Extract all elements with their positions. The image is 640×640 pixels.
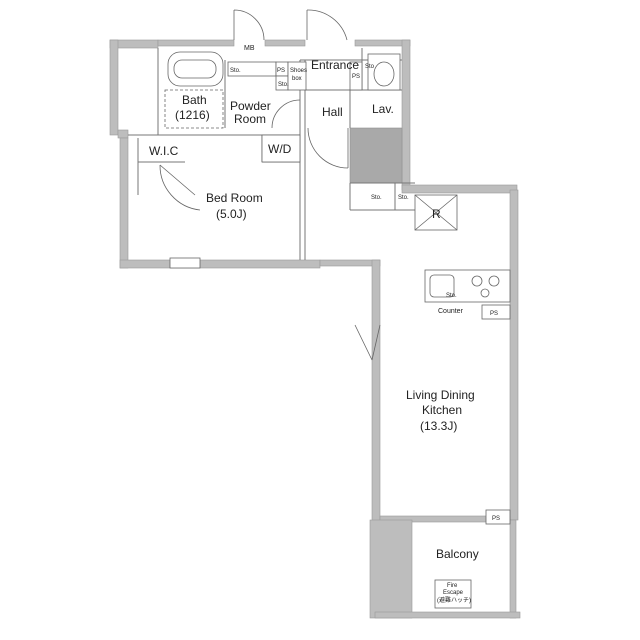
- wall-balcony-right: [509, 519, 517, 619]
- label-bed-room-size: (5.0J): [216, 207, 247, 221]
- label-ps-counter: PS: [490, 311, 498, 317]
- label-shoes-box-1: Shoes: [290, 68, 307, 74]
- label-fire-escape-1: Fire: [447, 583, 458, 589]
- doors: [159, 9, 381, 361]
- label-sto-bath: Sto.: [230, 68, 241, 74]
- label-refrigerator: R: [432, 207, 441, 221]
- door-ldk-side: [354, 324, 381, 361]
- ps-box-counter: [481, 304, 511, 320]
- bed-window: [169, 257, 201, 269]
- label-hall: Hall: [322, 105, 343, 119]
- label-counter: Counter: [438, 308, 464, 315]
- label-sto-lav: Sto: [365, 64, 375, 70]
- bath-floor: [164, 89, 224, 129]
- label-sto-powder: Sto.: [278, 82, 289, 88]
- label-powder-room-2: Room: [234, 112, 266, 126]
- wall-left-bed: [119, 137, 129, 269]
- label-ps-lav: PS: [352, 74, 360, 80]
- wall-left-upper: [109, 39, 119, 136]
- label-bed-room: Bed Room: [206, 191, 263, 205]
- label-wic: W.I.C: [149, 144, 179, 158]
- ps-box-lav: [349, 61, 363, 91]
- washer-dryer-area: [261, 134, 301, 163]
- label-sto-hall-left: Sto.: [371, 195, 382, 201]
- label-sto-hall-right: Sto.: [398, 195, 409, 201]
- fixtures: [164, 51, 511, 609]
- ps-box-balcony: [485, 509, 511, 525]
- label-bath: Bath: [182, 93, 207, 107]
- wall-bed-bottom: [119, 259, 321, 269]
- label-mb: MB: [244, 45, 255, 52]
- labels: MB Bath (1216) Powder Room Entrance Hall…: [149, 45, 500, 604]
- label-shoes-box-2: box: [292, 76, 302, 82]
- door-wic: [159, 164, 201, 211]
- burner-3: [480, 288, 490, 298]
- wall-balcony-bottom: [374, 611, 521, 619]
- label-bath-size: (1216): [175, 108, 210, 122]
- burner-2: [488, 275, 500, 287]
- door-hall: [307, 127, 349, 169]
- label-ps-entrance: PS: [277, 68, 285, 74]
- label-lav: Lav.: [372, 102, 394, 116]
- shaft-block: [349, 127, 403, 184]
- door-powder: [271, 99, 301, 129]
- bathtub-inner: [173, 59, 217, 79]
- wall-ldk-top-left: [319, 259, 381, 267]
- label-wd: W/D: [268, 142, 292, 156]
- label-balcony: Balcony: [436, 547, 479, 561]
- label-fire-escape-2: Escape: [443, 590, 464, 596]
- wall-right-step: [401, 184, 518, 194]
- wall-top-bath: [157, 39, 235, 47]
- label-entrance: Entrance: [311, 58, 359, 72]
- door-mb: [233, 9, 265, 41]
- label-ldk-size: (13.3J): [420, 419, 457, 433]
- wall-right-upper: [401, 39, 411, 191]
- kitchen-sink: [429, 274, 455, 298]
- toilet: [373, 61, 395, 87]
- door-entrance: [306, 9, 348, 41]
- wall-top-mb: [264, 39, 306, 47]
- shoes-box: [287, 61, 307, 91]
- label-ldk-1: Living Dining: [406, 388, 475, 402]
- wall-left-step: [117, 129, 129, 139]
- wall-balcony-left: [369, 519, 413, 619]
- fire-escape-hatch: [434, 579, 472, 609]
- label-fire-escape-3: (避難ハッチ): [437, 596, 471, 604]
- label-ldk-2: Kitchen: [422, 403, 462, 417]
- wall-right-ldk: [509, 189, 519, 521]
- wall-ldk-left: [371, 259, 381, 523]
- label-sto-kitchen: Sto.: [446, 293, 457, 299]
- label-powder-room-1: Powder: [230, 99, 271, 113]
- burner-1: [471, 275, 483, 287]
- label-ps-balcony: PS: [492, 516, 500, 522]
- exterior-walls: [109, 39, 521, 619]
